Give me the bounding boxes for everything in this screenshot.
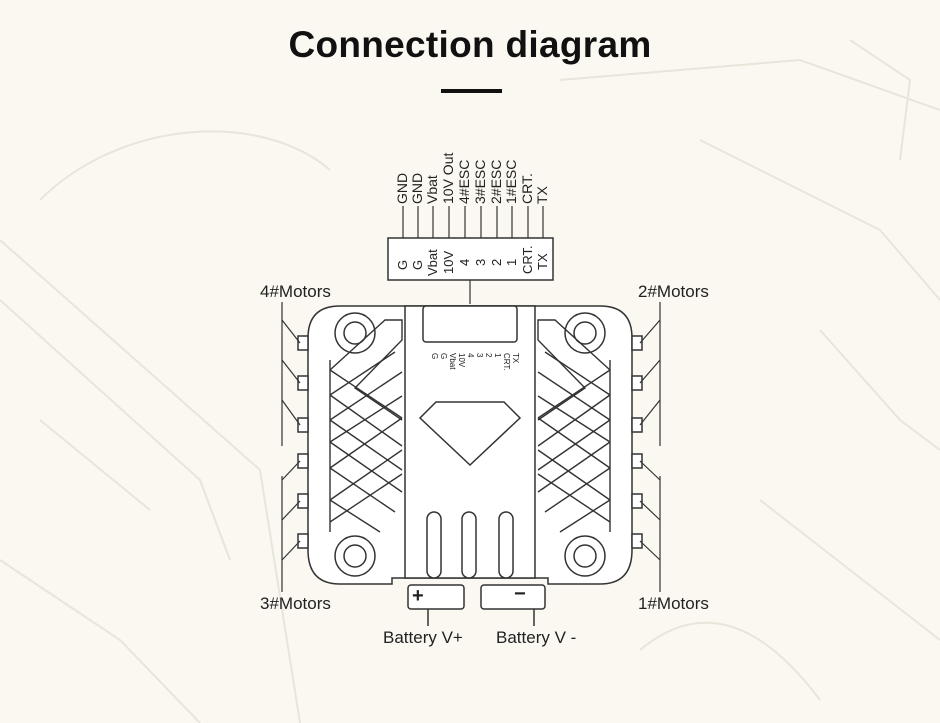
motor-label-2: 2#Motors xyxy=(638,282,709,301)
board-pin-crt: CRT. xyxy=(502,353,511,371)
motor-label-1: 1#Motors xyxy=(638,594,709,613)
connector-pin-g-1: G xyxy=(395,260,410,270)
connector-pin-1: 1 xyxy=(504,259,519,266)
board-pin-g-1: G xyxy=(430,353,439,359)
mounting-holes xyxy=(334,312,606,577)
esc-board xyxy=(297,305,643,585)
connector-socket xyxy=(422,305,518,343)
connector-pin-3: 3 xyxy=(473,259,488,266)
wire-label-crt: CRT. xyxy=(519,173,535,204)
connector-pin-vbat: Vbat xyxy=(425,249,440,276)
left-heatsink-fins xyxy=(329,319,403,533)
right-heatsink-fins xyxy=(537,319,611,533)
signal-connector: G G Vbat 10V 4 3 2 1 CRT. TX xyxy=(387,237,554,281)
board-pin-2: 2 xyxy=(484,353,493,358)
wire-label-gnd-2: GND xyxy=(409,173,425,204)
battery-negative-label: Battery V - xyxy=(496,628,576,647)
diamond-logo xyxy=(418,401,522,467)
battery-negative-pad xyxy=(480,584,546,610)
board-pin-10v: 10V xyxy=(457,353,466,368)
title-underline xyxy=(441,89,502,93)
motor-label-3: 3#Motors xyxy=(260,594,331,613)
board-pin-labels: G G Vbat 10V 4 3 2 1 CRT. TX xyxy=(430,353,520,371)
connector-pin-g-2: G xyxy=(410,260,425,270)
wire-label-esc-4: 4#ESC xyxy=(456,160,472,204)
connector-pin-10v: 10V xyxy=(441,251,456,274)
battery-positive-label: Battery V+ xyxy=(383,628,463,647)
battery-pads xyxy=(407,584,546,626)
wire-bundle xyxy=(402,206,544,304)
wire-label-tx: TX xyxy=(534,185,550,204)
battery-positive-pad xyxy=(407,584,465,610)
wire-label-vbat: Vbat xyxy=(424,175,440,204)
page-title: Connection diagram xyxy=(288,24,652,65)
wire-label-esc-2: 2#ESC xyxy=(488,160,504,204)
motor-leader-lines xyxy=(281,302,661,592)
wire-label-10v-out: 10V Out xyxy=(440,153,456,204)
connector-pin-2: 2 xyxy=(489,259,504,266)
board-pin-vbat: Vbat xyxy=(448,353,457,370)
wire-label-group: GND GND Vbat 10V Out 4#ESC 3#ESC 2#ESC 1… xyxy=(394,153,550,204)
left-motor-pads xyxy=(297,335,309,549)
right-motor-pads xyxy=(631,335,643,549)
connector-pin-tx: TX xyxy=(535,253,550,270)
heatsink-slots xyxy=(426,511,514,579)
battery-positive-symbol: + xyxy=(412,585,424,607)
wire-label-gnd-1: GND xyxy=(394,173,410,204)
motor-label-4: 4#Motors xyxy=(260,282,331,301)
board-pin-3: 3 xyxy=(475,353,484,358)
battery-negative-symbol: − xyxy=(514,583,526,605)
board-pin-tx: TX xyxy=(511,353,520,364)
wire-label-esc-3: 3#ESC xyxy=(472,160,488,204)
board-pin-1: 1 xyxy=(493,353,502,358)
connector-pin-crt: CRT. xyxy=(520,245,535,274)
board-pin-g-2: G xyxy=(439,353,448,359)
board-pin-4: 4 xyxy=(466,353,475,358)
background-sketch xyxy=(0,39,940,723)
connector-pin-4: 4 xyxy=(457,259,472,266)
wire-label-esc-1: 1#ESC xyxy=(503,160,519,204)
